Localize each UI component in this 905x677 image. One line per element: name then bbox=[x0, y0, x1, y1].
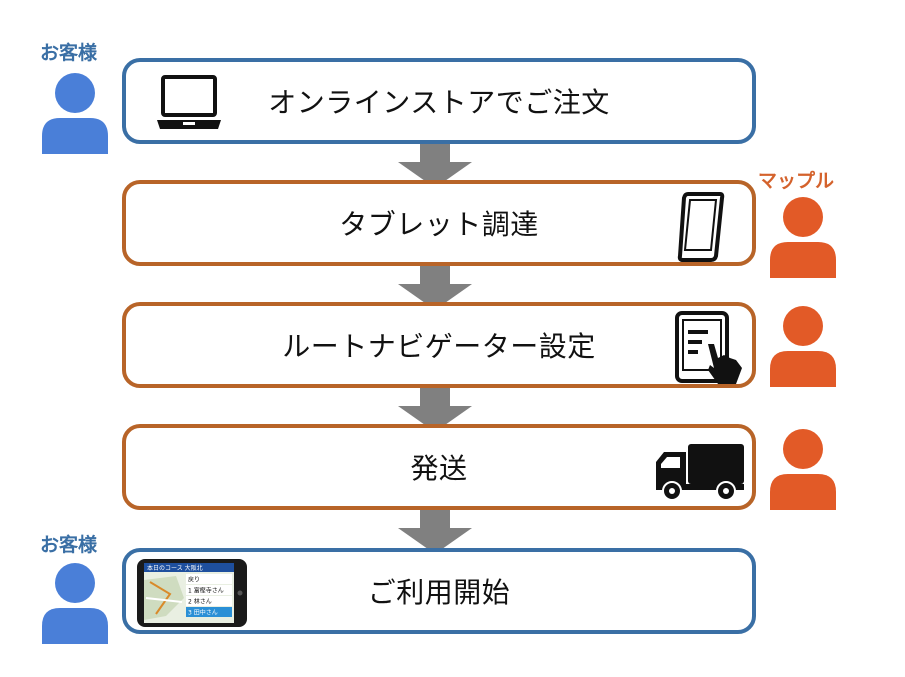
flow-arrow bbox=[398, 388, 472, 432]
customer-person-icon bbox=[42, 563, 108, 644]
tablet-touch-icon bbox=[675, 311, 742, 384]
step-label: ルートナビゲーター設定 bbox=[282, 330, 596, 363]
mapple-person-icon bbox=[770, 429, 836, 510]
tablet-row-text: 1 富樫寺さん bbox=[188, 587, 224, 595]
tablet-row-text: 2 林さん bbox=[188, 598, 212, 606]
mapple-person-icon bbox=[770, 197, 836, 278]
step-start-using: 本日のコース 大阪北 戻り 1 富樫寺さん 2 林さん 3 田中さん ご利用開始 bbox=[122, 548, 756, 634]
step-label: オンラインストアでご注文 bbox=[268, 86, 610, 119]
customer-label-top: お客様 bbox=[40, 42, 98, 64]
customer-person-icon bbox=[42, 73, 108, 154]
mapple-person-icon bbox=[770, 306, 836, 387]
step-navigator-setup: ルートナビゲーター設定 bbox=[122, 302, 756, 388]
truck-icon bbox=[656, 444, 744, 501]
tablet-header-text: 本日のコース 大阪北 bbox=[147, 564, 203, 572]
tablet-row-text: 3 田中さん bbox=[188, 609, 218, 617]
tablet-row-text: 戻り bbox=[188, 576, 200, 584]
flow-arrow bbox=[398, 144, 472, 188]
mapple-label: マップル bbox=[758, 170, 835, 192]
step-online-order: オンラインストアでご注文 bbox=[122, 58, 756, 144]
step-label: タブレット調達 bbox=[339, 208, 539, 241]
flow-arrow bbox=[398, 510, 472, 554]
step-tablet-procurement: タブレット調達 bbox=[122, 180, 756, 266]
customer-label-bottom: お客様 bbox=[40, 534, 98, 556]
step-label: 発送 bbox=[410, 452, 468, 485]
laptop-icon bbox=[157, 75, 221, 129]
flow-arrow bbox=[398, 266, 472, 310]
step-shipping: 発送 bbox=[122, 424, 756, 510]
tablet-icon bbox=[677, 192, 725, 262]
step-label: ご利用開始 bbox=[367, 576, 511, 609]
navigator-tablet-image: 本日のコース 大阪北 戻り 1 富樫寺さん 2 林さん 3 田中さん bbox=[137, 559, 247, 627]
